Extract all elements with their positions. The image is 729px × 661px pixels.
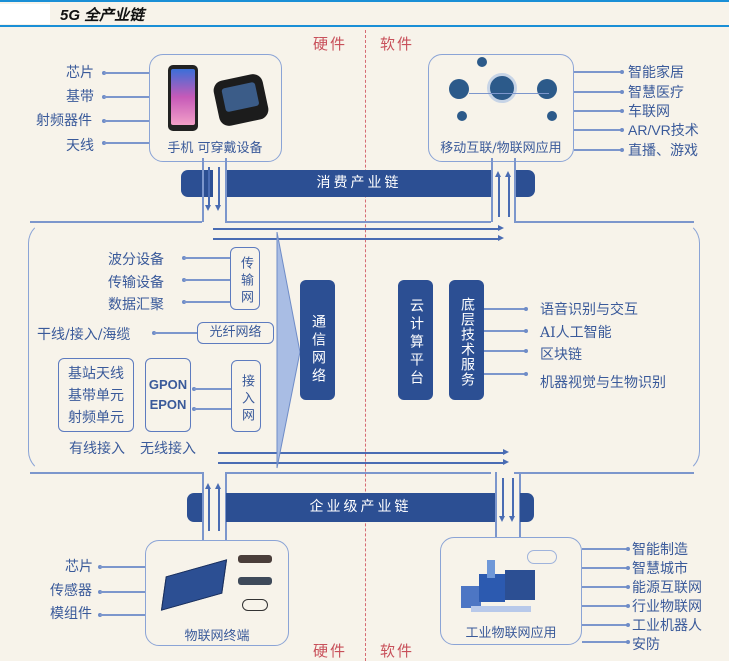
sensor-icon <box>238 555 272 563</box>
software-label-top: 软件 <box>380 35 415 53</box>
transport-network-box: 传输网 <box>230 247 260 310</box>
up-arrow <box>215 483 221 531</box>
base-tech-block: 底层技术服务 <box>449 280 484 400</box>
list-item: 芯片 <box>65 559 93 575</box>
down-arrow <box>205 167 211 211</box>
right-arrow <box>218 449 509 455</box>
smartwatch-icon <box>211 72 271 128</box>
up-arrow <box>505 171 511 217</box>
wedge-arrow-shape <box>276 232 301 469</box>
list-item: 基站天线 <box>68 366 124 382</box>
hardware-label-bottom: 硬件 <box>313 642 348 660</box>
enterprise-software-caption: 工业物联网应用 <box>465 626 557 641</box>
enterprise-hardware-box: 物联网终端 <box>145 540 289 646</box>
cable-sensor-icon <box>242 599 268 611</box>
list-item: 传输设备 <box>108 275 164 291</box>
sensor-icon <box>238 577 272 585</box>
list-item: 射频器件 <box>36 113 92 129</box>
consumer-bar-right-cap <box>515 170 535 197</box>
consumer-software-box: 移动互联/物联网应用 <box>428 54 574 162</box>
monitor-icon <box>537 79 557 99</box>
up-arrow <box>205 483 211 531</box>
hardware-label-top: 硬件 <box>313 35 348 53</box>
list-item: 干线/接入/海缆 <box>37 327 131 343</box>
access-network-box: 接入网 <box>231 360 261 432</box>
caption-wireless-access: 无线接入 <box>140 441 196 457</box>
camera-icon <box>547 111 557 121</box>
hardware-software-divider <box>365 30 366 661</box>
consumer-hardware-box: 手机 可穿戴设备 <box>149 54 282 162</box>
enterprise-chain-bar: 企业级产业链 <box>226 493 495 522</box>
network-layer-frame <box>28 221 700 473</box>
list-item: 机器视觉与生物识别 <box>540 375 666 391</box>
list-item: 天线 <box>66 138 94 154</box>
list-item: 直播、游戏 <box>628 143 698 159</box>
software-label-bottom: 软件 <box>380 642 415 660</box>
header-bar: 5G 全产业链 <box>0 0 729 27</box>
enterprise-bar-left-cap <box>187 493 202 522</box>
location-icon <box>477 57 487 67</box>
list-item: 数据汇聚 <box>108 297 164 313</box>
right-arrow <box>213 225 504 231</box>
list-item: 行业物联网 <box>632 599 702 615</box>
list-item: 传感器 <box>50 583 92 599</box>
phone-icon <box>457 111 467 121</box>
fiber-network-box: 光纤网络 <box>197 322 274 344</box>
down-arrow <box>499 478 505 522</box>
wireless-access-box: 基站天线 基带单元 射频单元 <box>58 358 134 432</box>
list-item: 模组件 <box>50 606 92 622</box>
list-item: GPON <box>148 377 188 392</box>
cloud-icon <box>527 550 557 564</box>
list-item: 智慧城市 <box>632 561 688 577</box>
right-arrow <box>213 235 504 241</box>
comm-network-block: 通信网络 <box>300 280 335 400</box>
globe-icon <box>487 73 517 103</box>
list-item: 区块链 <box>540 347 582 363</box>
wired-access-box: GPON EPON <box>145 358 191 432</box>
down-arrow <box>509 478 515 522</box>
enterprise-hardware-caption: 物联网终端 <box>184 629 250 644</box>
enterprise-software-box: 工业物联网应用 <box>440 537 582 645</box>
list-item: 智能制造 <box>632 542 688 558</box>
redacted-area <box>0 4 50 24</box>
page-title: 5G 全产业链 <box>60 7 145 24</box>
tablet-icon <box>449 79 469 99</box>
list-item: 工业机器人 <box>632 618 702 634</box>
factory-icon <box>461 560 535 614</box>
list-item: 语音识别与交互 <box>540 302 638 318</box>
list-item: 基带 <box>66 89 94 105</box>
consumer-chain-bar: 消费产业链 <box>227 170 491 197</box>
list-item: EPON <box>149 397 187 412</box>
iot-board-icon <box>160 559 228 611</box>
caption-wired-access: 有线接入 <box>69 441 125 457</box>
up-arrow <box>495 171 501 217</box>
list-item: 能源互联网 <box>632 580 702 596</box>
list-item: 智能家居 <box>628 65 684 81</box>
right-arrow <box>218 459 509 465</box>
list-item: 射频单元 <box>68 410 124 426</box>
consumer-bar-left-cap <box>181 170 213 197</box>
enterprise-bar-right-cap <box>520 493 534 522</box>
list-item: AI人工智能 <box>540 325 612 341</box>
down-arrow <box>215 167 221 211</box>
consumer-hardware-caption: 手机 可穿戴设备 <box>167 141 263 156</box>
cloud-platform-block: 云计算平台 <box>398 280 433 400</box>
list-item: 安防 <box>632 637 660 653</box>
list-item: AR/VR技术 <box>628 122 699 138</box>
list-item: 智慧医疗 <box>628 85 684 101</box>
smartphone-icon <box>168 65 198 131</box>
list-item: 车联网 <box>628 104 670 120</box>
list-item: 基带单元 <box>68 388 124 404</box>
list-item: 芯片 <box>66 65 94 81</box>
consumer-software-caption: 移动互联/物联网应用 <box>440 141 562 156</box>
list-item: 波分设备 <box>108 252 164 268</box>
